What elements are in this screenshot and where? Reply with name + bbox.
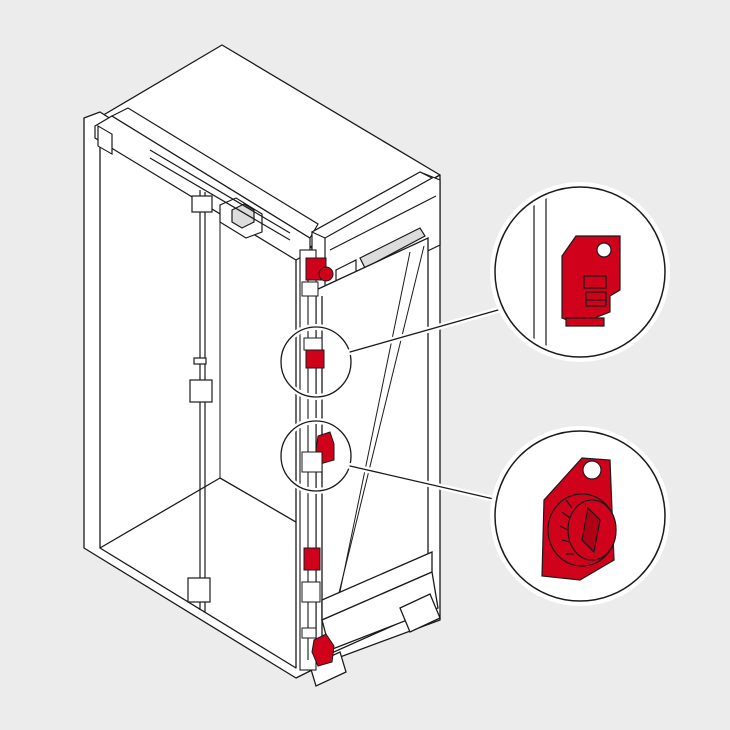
callout-leaders: [347, 307, 501, 503]
hinge-hardware-3: [301, 431, 335, 473]
red-hinge-clip-icon: [561, 235, 621, 327]
callout-lower-rotary-adjuster: [490, 426, 670, 606]
callout-upper-hinge-clip: [490, 182, 670, 362]
hinge-hardware-4: [301, 547, 321, 603]
red-rotary-adjuster-icon: [541, 457, 617, 581]
door-panel: [309, 236, 441, 687]
hinge-hardware-1: [301, 257, 334, 297]
hinge-hardware-2: [303, 337, 325, 369]
vertical-rod: [187, 190, 213, 612]
hinge-hardware-5: [301, 627, 335, 667]
top-rail: [94, 107, 319, 261]
magnifier-lower: [278, 418, 354, 494]
magnifier-upper: [278, 324, 354, 400]
